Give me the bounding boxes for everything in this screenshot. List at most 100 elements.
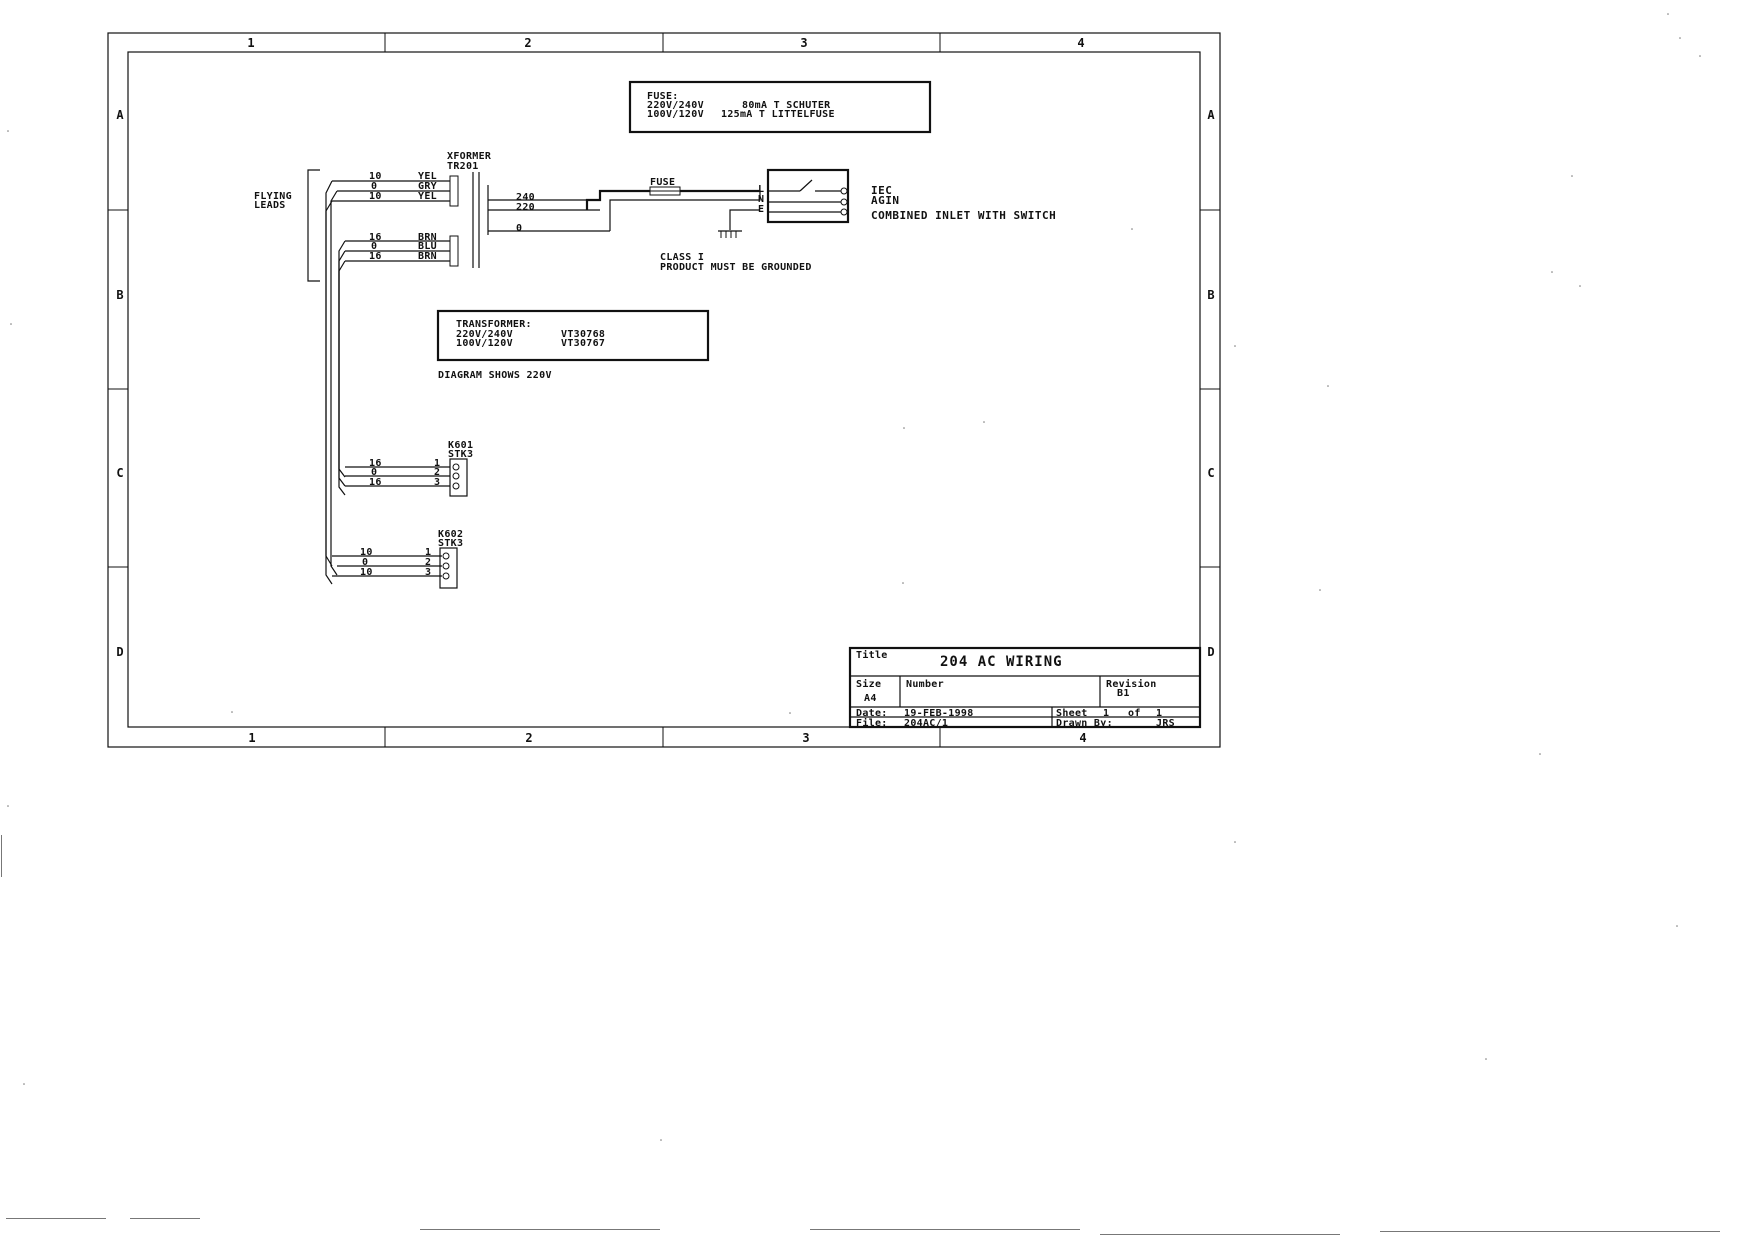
- secondary-2-connector: [449, 235, 459, 267]
- inner-border: [127, 51, 1201, 728]
- iec-inlet-body: [766, 168, 850, 224]
- k601-pin-3: 3: [434, 477, 440, 488]
- xformer-label: XFORMER: [447, 151, 492, 162]
- wire-harness: [325, 180, 450, 585]
- k602-wire-2: 0: [362, 557, 368, 568]
- drawn-label: Drawn By:: [1056, 718, 1113, 729]
- secondary-1-color-3: YEL: [418, 191, 437, 202]
- k602-body: [439, 547, 458, 589]
- row-label-right-c: C: [1207, 466, 1214, 480]
- transformer-note-heading: TRANSFORMER:: [456, 319, 532, 330]
- transformer-note-line2-volts: 100V/120V: [456, 338, 513, 349]
- flying-leads-label-1: FLYING: [254, 191, 292, 202]
- outer-border: [107, 32, 1221, 748]
- revision-label: Revision: [1106, 678, 1157, 690]
- secondary-1-labels: 10 YEL 0 GRY 10 YEL: [369, 171, 459, 207]
- k601-wire-3: 16: [369, 477, 382, 488]
- secondary-2-num-1: 16: [369, 232, 382, 243]
- secondary-2-labels: 16 BRN 0 BLU 16 BRN: [369, 232, 459, 267]
- of-label: of: [1128, 708, 1141, 719]
- secondary-1-num-1: 10: [369, 171, 382, 182]
- k601-pin-2: 2: [434, 467, 440, 478]
- date-label: Date:: [856, 708, 888, 719]
- secondary-2-color-3: BRN: [418, 251, 437, 262]
- sheet-value: 1: [1103, 708, 1109, 719]
- col-label-top-2: 2: [524, 36, 531, 50]
- connector-k601: K601 STK3 16 0 16 1 2 3: [369, 440, 473, 497]
- size-value: A4: [864, 693, 877, 704]
- col-label-bottom-2: 2: [525, 731, 532, 745]
- fuse-note-line1-rating: 80mA T SCHUTER: [742, 100, 831, 111]
- row-label-left-a: A: [116, 108, 124, 122]
- k602-pin-2: 2: [425, 557, 431, 568]
- inlet-pin-n: N: [758, 194, 764, 205]
- k602-pin-1: 1: [425, 547, 431, 558]
- iec-inlet: L N E IEC AGIN COMBINED INLET WITH SWITC…: [758, 168, 1056, 224]
- primary-tap-3: 0: [516, 223, 522, 234]
- k602-type: STK3: [438, 538, 463, 549]
- fuse-note-line1-volts: 220V/240V: [647, 100, 704, 111]
- secondary-2-num-2: 0: [371, 241, 377, 252]
- primary-tap-2: 220: [516, 202, 535, 213]
- k602-wire-3: 10: [360, 567, 373, 578]
- transformer-note-box: TRANSFORMER: 220V/240V VT30768 100V/120V…: [436, 309, 710, 362]
- col-label-bottom-3: 3: [802, 731, 809, 745]
- secondary-1-num-3: 10: [369, 191, 382, 202]
- drawn-value: JRS: [1156, 718, 1175, 729]
- row-label-left-b: B: [116, 288, 123, 302]
- k601-wire-1: 16: [369, 458, 382, 469]
- row-label-right-b: B: [1207, 288, 1214, 302]
- transformer-note-line2-part: VT30767: [561, 338, 605, 349]
- class-note: CLASS I PRODUCT MUST BE GROUNDED: [660, 252, 811, 273]
- transformer-note-line1-part: VT30768: [561, 329, 605, 340]
- col-label-bottom-1: 1: [248, 731, 255, 745]
- title-block: Title 204 AC WIRING Size A4 Number Revis…: [848, 646, 1202, 729]
- transformer-tr201: XFORMER TR201 240 220 0: [447, 151, 610, 268]
- secondary-1-color-1: YEL: [418, 171, 437, 182]
- fuse-note-line2-rating: 125mA T LITTELFUSE: [721, 109, 835, 120]
- k601-body: [449, 458, 468, 497]
- fuse-note-box: FUSE: 220V/240V 80mA T SCHUTER 100V/120V…: [628, 80, 932, 134]
- k602-wire-1: 10: [360, 547, 373, 558]
- secondary-2-color-2: BLU: [418, 241, 437, 252]
- mains-wiring: FUSE: [585, 177, 761, 238]
- row-label-left-c: C: [116, 466, 123, 480]
- class-note-line1: CLASS I: [660, 252, 704, 263]
- secondary-2-num-3: 16: [369, 251, 382, 262]
- secondary-2-color-1: BRN: [418, 232, 437, 243]
- secondary-1-num-2: 0: [371, 181, 377, 192]
- flying-leads: FLYING LEADS: [254, 169, 320, 282]
- row-label-left-d: D: [116, 645, 123, 659]
- diagram-note: DIAGRAM SHOWS 220V: [438, 370, 552, 381]
- k601-wire-2: 0: [371, 467, 377, 478]
- row-label-right-d: D: [1207, 645, 1214, 659]
- fuse-note-heading: FUSE:: [647, 91, 679, 102]
- fuse-note-line2-volts: 100V/120V: [647, 109, 704, 120]
- switch-contact: [799, 179, 813, 192]
- transformer-note-line1-volts: 220V/240V: [456, 329, 513, 340]
- col-label-top-3: 3: [800, 36, 807, 50]
- k601-type: STK3: [448, 449, 473, 460]
- row-label-right-a: A: [1207, 108, 1215, 122]
- title-label: Title: [856, 649, 888, 661]
- inlet-pin-l: L: [758, 184, 764, 195]
- number-label: Number: [906, 679, 944, 690]
- col-label-top-1: 1: [247, 36, 254, 50]
- drawing-frame: 1 2 3 4 1 2 3 4 A B C D A B C D: [107, 32, 1221, 748]
- flying-leads-label-2: LEADS: [254, 200, 286, 211]
- xformer-ref: TR201: [447, 161, 479, 172]
- drawing-title: 204 AC WIRING: [940, 654, 1063, 670]
- iec-description: COMBINED INLET WITH SWITCH: [871, 209, 1056, 222]
- k602-label: K602: [438, 529, 463, 540]
- fuse-label: FUSE: [650, 177, 675, 188]
- file-label: File:: [856, 717, 888, 729]
- iec-label: IEC: [871, 184, 892, 197]
- k602-pin-3: 3: [425, 567, 431, 578]
- file-value: 204AC/1: [904, 718, 948, 729]
- date-value: 19-FEB-1998: [904, 708, 974, 719]
- flying-leads-bracket: [307, 169, 320, 282]
- scan-artifacts: [1, 13, 1720, 1235]
- col-label-bottom-4: 4: [1079, 731, 1086, 745]
- revision-value: B1: [1117, 688, 1130, 699]
